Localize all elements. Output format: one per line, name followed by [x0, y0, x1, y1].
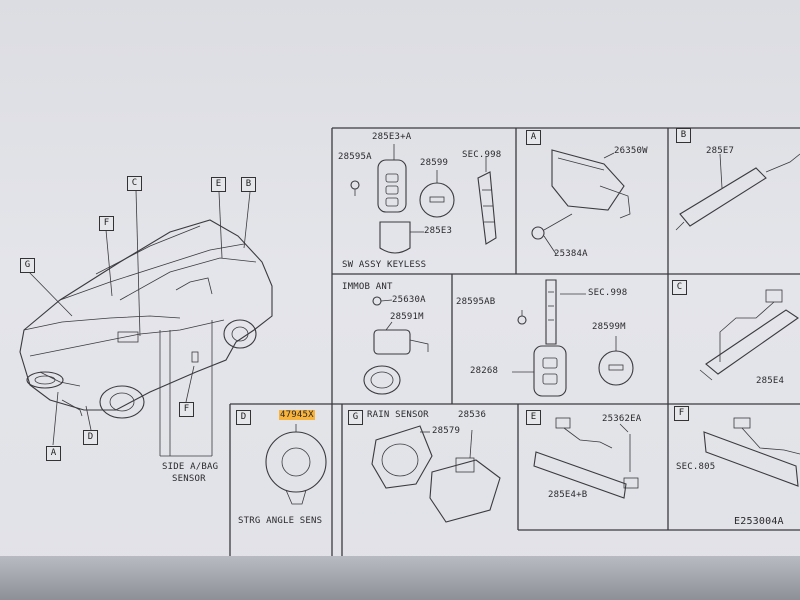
figure-code: E253004A [734, 516, 784, 527]
panel-d-drawing [265, 424, 327, 505]
callout-c-car: C [127, 176, 142, 191]
panel-d-letter: D [236, 410, 251, 425]
part-285e4b: 285E4+B [548, 490, 588, 500]
part-285e4: 285E4 [756, 376, 785, 386]
panel-a-drawing [531, 149, 631, 255]
part-26350w: 26350W [614, 146, 648, 156]
immob-panel-title: IMMOB ANT [342, 282, 393, 292]
panel-g-drawing [371, 425, 501, 523]
panel-a-letter: A [526, 130, 541, 145]
part-sec998-key: SEC.998 [588, 288, 628, 298]
part-25630a: 25630A [392, 295, 426, 305]
part-28595a: 28595A [338, 152, 372, 162]
panel-b-drawing [675, 153, 800, 231]
strg-angle-sens-title: STRG ANGLE SENS [238, 516, 323, 526]
panel-grid [229, 127, 800, 600]
immob-panel-drawing [363, 296, 429, 395]
part-28579: 28579 [432, 426, 461, 436]
part-28599: 28599 [420, 158, 449, 168]
monitor-bezel [0, 556, 800, 600]
keyless-panel-title: SW ASSY KEYLESS [342, 260, 427, 270]
panel-c-letter: C [672, 280, 687, 295]
part-sec998-keyless: SEC.998 [462, 150, 502, 160]
callout-a-car: A [46, 446, 61, 461]
callout-f-car-bottom: F [179, 402, 194, 417]
side-airbag-label-line1: SIDE A/BAG [162, 462, 219, 472]
side-airbag-label-line2: SENSOR [172, 474, 206, 484]
part-25384a: 25384A [554, 249, 588, 259]
part-285e7: 285E7 [706, 146, 735, 156]
part-47945x-highlighted: 47945X [279, 410, 315, 420]
callout-f-car-top: F [99, 216, 114, 231]
car-illustration [19, 189, 273, 457]
part-28536: 28536 [458, 410, 487, 420]
part-sec805: SEC.805 [676, 462, 716, 472]
panel-b-letter: B [676, 128, 691, 143]
panel-c-drawing [699, 289, 799, 381]
key-panel-drawing [512, 279, 634, 397]
part-285e3: 285E3 [424, 226, 453, 236]
keyless-parts-drawing [350, 144, 497, 254]
panel-g-letter: G [348, 410, 363, 425]
callout-e-car: E [211, 177, 226, 192]
part-28599m: 28599M [592, 322, 626, 332]
panel-f-letter: F [674, 406, 689, 421]
part-28595ab: 28595AB [456, 297, 496, 307]
part-28591m: 28591M [390, 312, 424, 322]
rain-sensor-title: RAIN SENSOR [367, 410, 429, 420]
part-25362ea: 25362EA [602, 414, 642, 424]
part-28268: 28268 [470, 366, 499, 376]
callout-d-car: D [83, 430, 98, 445]
panel-e-drawing [533, 417, 639, 499]
panel-e-letter: E [526, 410, 541, 425]
callout-b-car: B [241, 177, 256, 192]
panel-f-drawing [703, 417, 800, 487]
callout-g-car: G [20, 258, 35, 273]
part-285e3a: 285E3+A [372, 132, 412, 142]
